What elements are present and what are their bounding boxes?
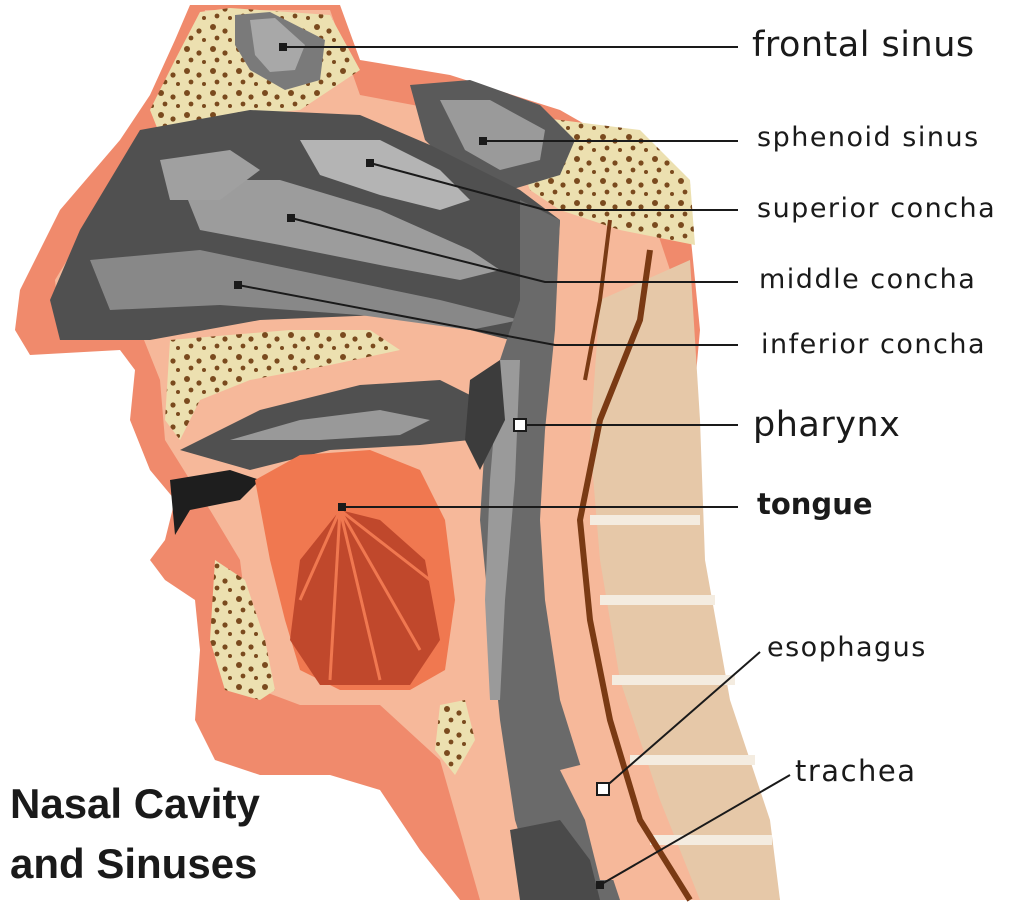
marker-sphenoid-sinus [479, 137, 487, 145]
label-pharynx: pharynx [753, 408, 900, 443]
marker-pharynx [514, 419, 526, 431]
label-sphenoid-sinus: sphenoid sinus [757, 124, 980, 151]
label-middle-concha: middle concha [759, 266, 976, 293]
marker-esophagus [597, 783, 609, 795]
label-trachea: trachea [795, 757, 917, 786]
label-tongue: tongue [757, 490, 873, 519]
marker-tongue [338, 503, 346, 511]
marker-superior-concha [366, 159, 374, 167]
marker-trachea [596, 881, 604, 889]
label-frontal-sinus: frontal sinus [752, 28, 975, 63]
label-esophagus: esophagus [767, 634, 927, 661]
marker-inferior-concha [234, 281, 242, 289]
diagram-title-line2: and Sinuses [10, 843, 257, 885]
label-superior-concha: superior concha [757, 195, 996, 222]
marker-middle-concha [287, 214, 295, 222]
diagram-title-line1: Nasal Cavity [10, 783, 260, 825]
label-inferior-concha: inferior concha [761, 331, 986, 358]
marker-frontal-sinus [279, 43, 287, 51]
